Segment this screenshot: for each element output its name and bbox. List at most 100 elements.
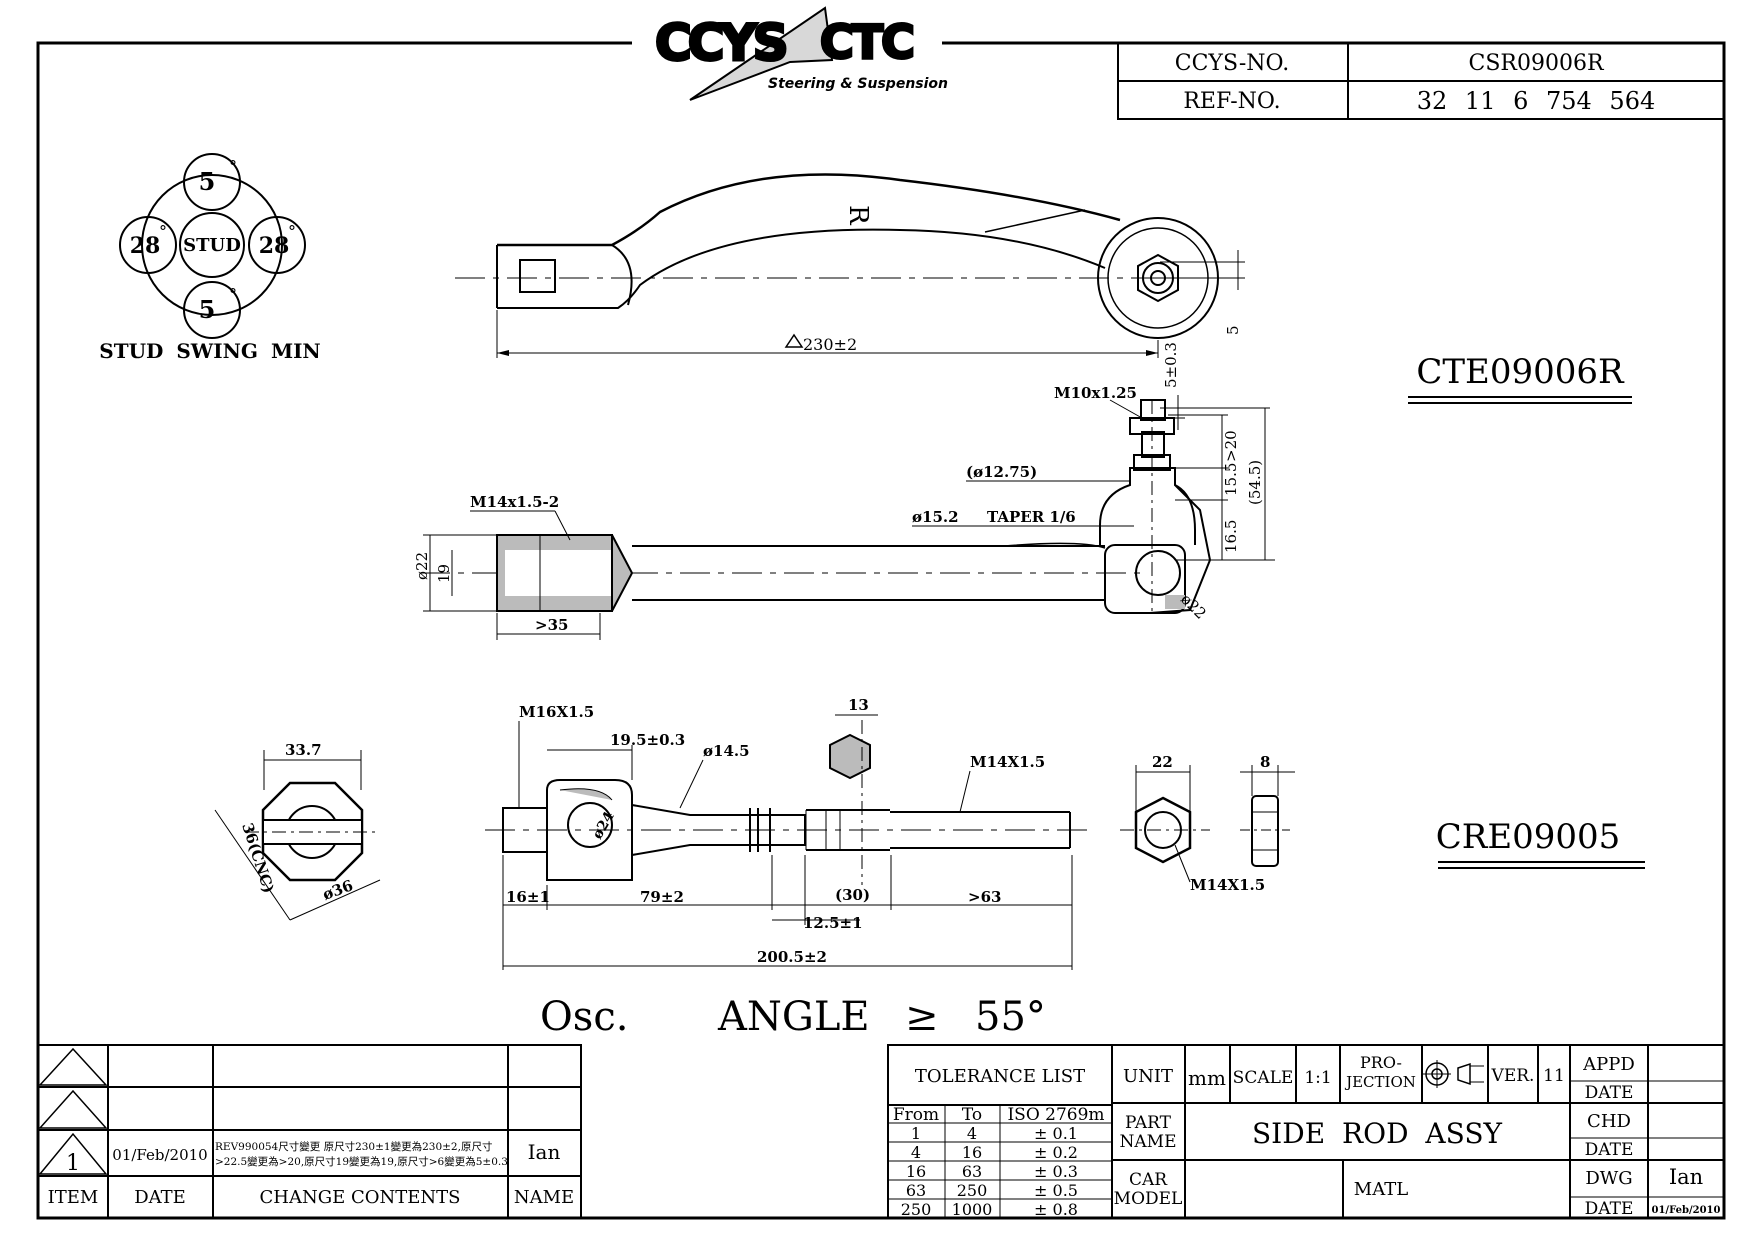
tie-rod-end-top-view: R 230±2 5 — [455, 173, 1245, 358]
svg-text:1: 1 — [911, 1124, 921, 1143]
svg-text:16: 16 — [906, 1162, 926, 1181]
ver-value: 11 — [1543, 1066, 1565, 1086]
ccys-ctc-logo: CCYS CTC Steering & Suspension — [632, 6, 948, 102]
stud-swing-caption: STUD SWING MIN — [99, 339, 320, 363]
svg-text:63: 63 — [906, 1181, 926, 1200]
osc-angle-label: ANGLE — [717, 994, 870, 1040]
inner-thread-label: M14x1.5-2 — [470, 493, 559, 511]
stud-length-dim: >20 — [1222, 430, 1240, 462]
svg-text:± 0.5: ± 0.5 — [1034, 1181, 1078, 1200]
car-model-label-2: MODEL — [1114, 1189, 1183, 1209]
ref-no-value: 32 11 6 754 564 — [1417, 87, 1655, 115]
dim-12-5: 12.5±1 — [803, 914, 863, 932]
dim-63: >63 — [968, 888, 1001, 906]
chd-label: CHD — [1587, 1111, 1631, 1132]
side-mark: R — [843, 205, 873, 226]
dim-79: 79±2 — [640, 888, 684, 906]
logo-brand-right: CTC — [820, 15, 913, 69]
ver-label: VER. — [1491, 1066, 1535, 1086]
od-label: ø22 — [413, 552, 431, 580]
ball-dia-dim: ø24 — [590, 809, 618, 842]
taper-note: TAPER 1/6 — [987, 508, 1076, 526]
appd-label: APPD — [1582, 1054, 1635, 1075]
revision-change-line1: REV990054尺寸變更 原尺寸230±1變更為230±2,原尺寸 — [215, 1140, 492, 1153]
svg-text:63: 63 — [962, 1162, 982, 1181]
chd-date-label: DATE — [1585, 1140, 1634, 1160]
nut-views: 22 M14X1.5 8 — [1120, 753, 1295, 894]
svg-text:16: 16 — [962, 1143, 982, 1162]
ref-no-label: REF-NO. — [1183, 89, 1280, 114]
projection-label-1: PRO- — [1360, 1053, 1402, 1072]
stud-swing-center: STUD — [183, 235, 241, 256]
part-code-inner-rod: CRE09005 — [1436, 817, 1621, 857]
scale-value: 1:1 — [1304, 1068, 1331, 1088]
ball-dia-label: ø22 — [1177, 590, 1210, 623]
revision-change-line2: >22.5變更為>20,原尺寸19變更為19,原尺寸>6變更為5±0.3 — [215, 1155, 508, 1168]
tie-rod-end-side-view: 5±0.3 >20 15.5 16.5 (54.5) M10x1.25 (ø12… — [413, 342, 1275, 640]
tol-header-from: From — [893, 1105, 939, 1125]
dwg-date-label: DATE — [1585, 1199, 1634, 1219]
title-block: TOLERANCE LIST From To ISO 2769m 1 4 ± 0… — [887, 1044, 1725, 1219]
bore-label: 19 — [435, 564, 453, 583]
dwg-date-value: 01/Feb/2010 — [1652, 1205, 1721, 1216]
across-flat-dim: 33.7 — [285, 741, 322, 759]
stud-swing-left: 28 — [130, 233, 161, 259]
svg-text:°: ° — [229, 285, 237, 304]
projection-label-2: JECTION — [1344, 1073, 1416, 1091]
revision-block: 1 01/Feb/2010 REV990054尺寸變更 原尺寸230±1變更為2… — [37, 1044, 582, 1219]
svg-text:± 0.3: ± 0.3 — [1034, 1162, 1078, 1181]
dwg-value: Ian — [1669, 1165, 1703, 1189]
ccys-no-label: CCYS-NO. — [1175, 51, 1290, 76]
depth-label: >35 — [535, 616, 568, 634]
part-name-value: SIDE ROD ASSY — [1252, 1117, 1503, 1150]
appd-date-label: DATE — [1585, 1083, 1634, 1103]
offset-dim: 5 — [1224, 325, 1242, 335]
stud-swing-bottom: 5 — [199, 295, 216, 324]
ccys-no-value: CSR09006R — [1468, 51, 1604, 76]
rev-header-name: NAME — [514, 1187, 574, 1208]
car-model-label-1: CAR — [1129, 1170, 1168, 1190]
part-code-tie-rod-end: CTE09006R — [1416, 352, 1625, 392]
rev-header-date: DATE — [134, 1187, 186, 1208]
revision-date: 01/Feb/2010 — [112, 1146, 207, 1164]
tolerance-title: TOLERANCE LIST — [915, 1066, 1085, 1087]
svg-text:°: ° — [159, 222, 167, 241]
scale-label: SCALE — [1233, 1068, 1294, 1088]
tol-header-to: To — [962, 1105, 982, 1125]
nut-thread-label: M14X1.5 — [1190, 876, 1265, 894]
sheet-border — [36, 41, 1726, 1220]
svg-text:250: 250 — [957, 1181, 988, 1200]
stud-thread-label: M10x1.25 — [1054, 384, 1137, 402]
matl-label: MATL — [1354, 1179, 1408, 1200]
part-name-label-2: NAME — [1120, 1132, 1177, 1152]
svg-text:250: 250 — [901, 1200, 932, 1219]
nut-width-dim: 22 — [1152, 753, 1173, 771]
dim-54-5: (54.5) — [1246, 460, 1264, 505]
stud-swing-top: 5 — [199, 167, 216, 196]
svg-text:4: 4 — [967, 1124, 977, 1143]
rev-header-item: ITEM — [48, 1187, 99, 1208]
taper-dia-label: ø15.2 — [912, 508, 959, 526]
dim-16: 16±1 — [506, 888, 550, 906]
logo-tagline: Steering & Suspension — [768, 76, 948, 92]
hex-size-label: 13 — [848, 696, 869, 714]
dia-12-75-label: (ø12.75) — [966, 463, 1037, 481]
part-name-label-1: PART — [1125, 1113, 1172, 1133]
unit-value: mm — [1188, 1066, 1226, 1090]
logo-brand-left: CCYS — [655, 14, 786, 72]
revision-name: Ian — [528, 1140, 561, 1164]
stud-swing-diagram: 5 ° 5 ° 28 ° 28 ° STUD STUD SWING MIN — [99, 153, 321, 363]
osc-operator: ≥ — [905, 994, 939, 1040]
dwg-label: DWG — [1585, 1168, 1632, 1189]
svg-text:°: ° — [229, 157, 237, 176]
projection-symbol-icon — [1423, 1060, 1484, 1088]
shaft-dia-label: ø14.5 — [703, 742, 750, 760]
inner-rod-view: 33.7 36(CNC) ø36 M16X1.5 19.5±0.3 ø14.5 … — [214, 696, 1090, 970]
length-dim: 230±2 — [803, 335, 857, 354]
thread-outer-label: M16X1.5 — [519, 703, 594, 721]
svg-text:± 0.1: ± 0.1 — [1034, 1124, 1078, 1143]
unit-label: UNIT — [1123, 1066, 1173, 1087]
rev-header-change: CHANGE CONTENTS — [260, 1187, 461, 1208]
tolerance-rows: 1 4 ± 0.1 4 16 ± 0.2 16 63 ± 0.3 63 250 … — [901, 1124, 1078, 1219]
